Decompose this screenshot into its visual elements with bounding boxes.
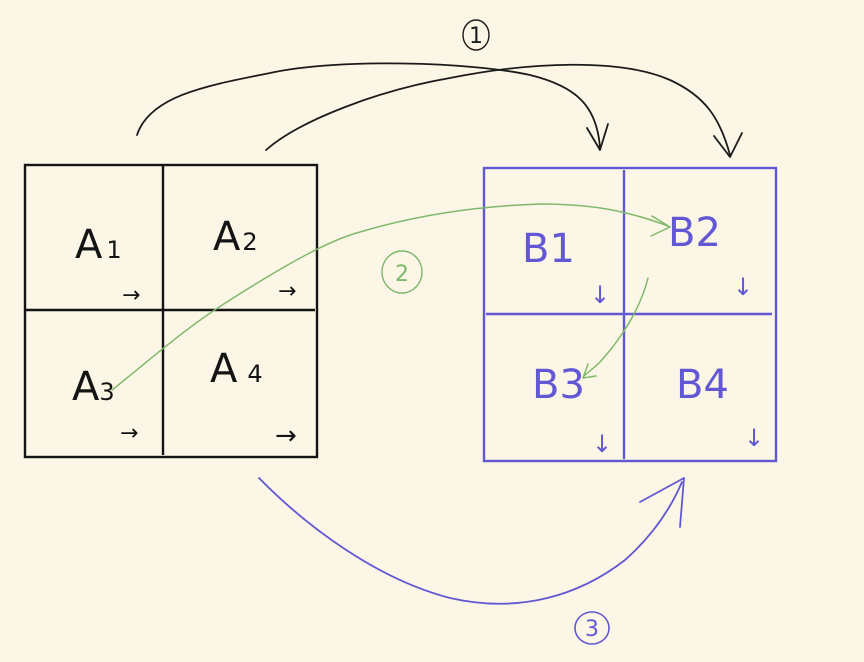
step-markers: 1 2 3 [381, 19, 610, 645]
step2-marker: 2 [381, 250, 423, 294]
step1-marker: 1 [462, 19, 490, 51]
step1-arrowhead-b1 [586, 123, 609, 151]
cell-a3-label: A3 [72, 364, 115, 410]
cell-b2-arrow: ↓ [733, 273, 753, 301]
step1-arc-a1-to-b1 [136, 62, 601, 149]
cell-a2-arrow: → [278, 279, 296, 304]
step2-curve-b2-to-b3 [583, 277, 649, 377]
cell-a2-label: A2 [213, 214, 258, 260]
cell-b2-label: B2 [668, 210, 721, 256]
step3-curve-a-to-b [258, 477, 683, 605]
step1-circle [462, 19, 490, 51]
matrix-b: B1 B2 B3 B4 ↓ ↓ ↓ ↓ [482, 166, 778, 463]
step1-arc-a2-to-b2 [265, 63, 731, 156]
step3-arrowhead [639, 477, 685, 528]
step1-arrows [136, 62, 743, 158]
cell-b3-label: B3 [532, 362, 585, 408]
step2-number: 2 [395, 262, 409, 287]
step1-number: 1 [469, 24, 483, 49]
step1-arrowhead-b2 [713, 132, 743, 158]
cell-b3-arrow: ↓ [592, 430, 612, 458]
step3-marker: 3 [574, 611, 610, 645]
matrix-b-frame [482, 166, 778, 463]
step2-curve-a3-to-b2 [111, 203, 669, 391]
cell-b4-label: B4 [676, 362, 729, 408]
step3-number: 3 [585, 617, 599, 642]
step3-arrows [258, 477, 685, 605]
step3-circle [574, 611, 610, 645]
cell-b4-arrow: ↓ [744, 424, 764, 452]
cell-b1-label: B1 [522, 226, 575, 272]
step2-arrows [111, 203, 671, 391]
cell-b1-arrow: ↓ [590, 281, 610, 309]
cell-a3-arrow: → [120, 421, 138, 446]
cell-a1-arrow: → [122, 283, 140, 308]
cell-a4-arrow: → [275, 421, 297, 451]
step2-arrowhead-b2 [650, 215, 671, 237]
step2-circle [381, 250, 423, 294]
step2-arrowhead-b3 [582, 363, 597, 379]
